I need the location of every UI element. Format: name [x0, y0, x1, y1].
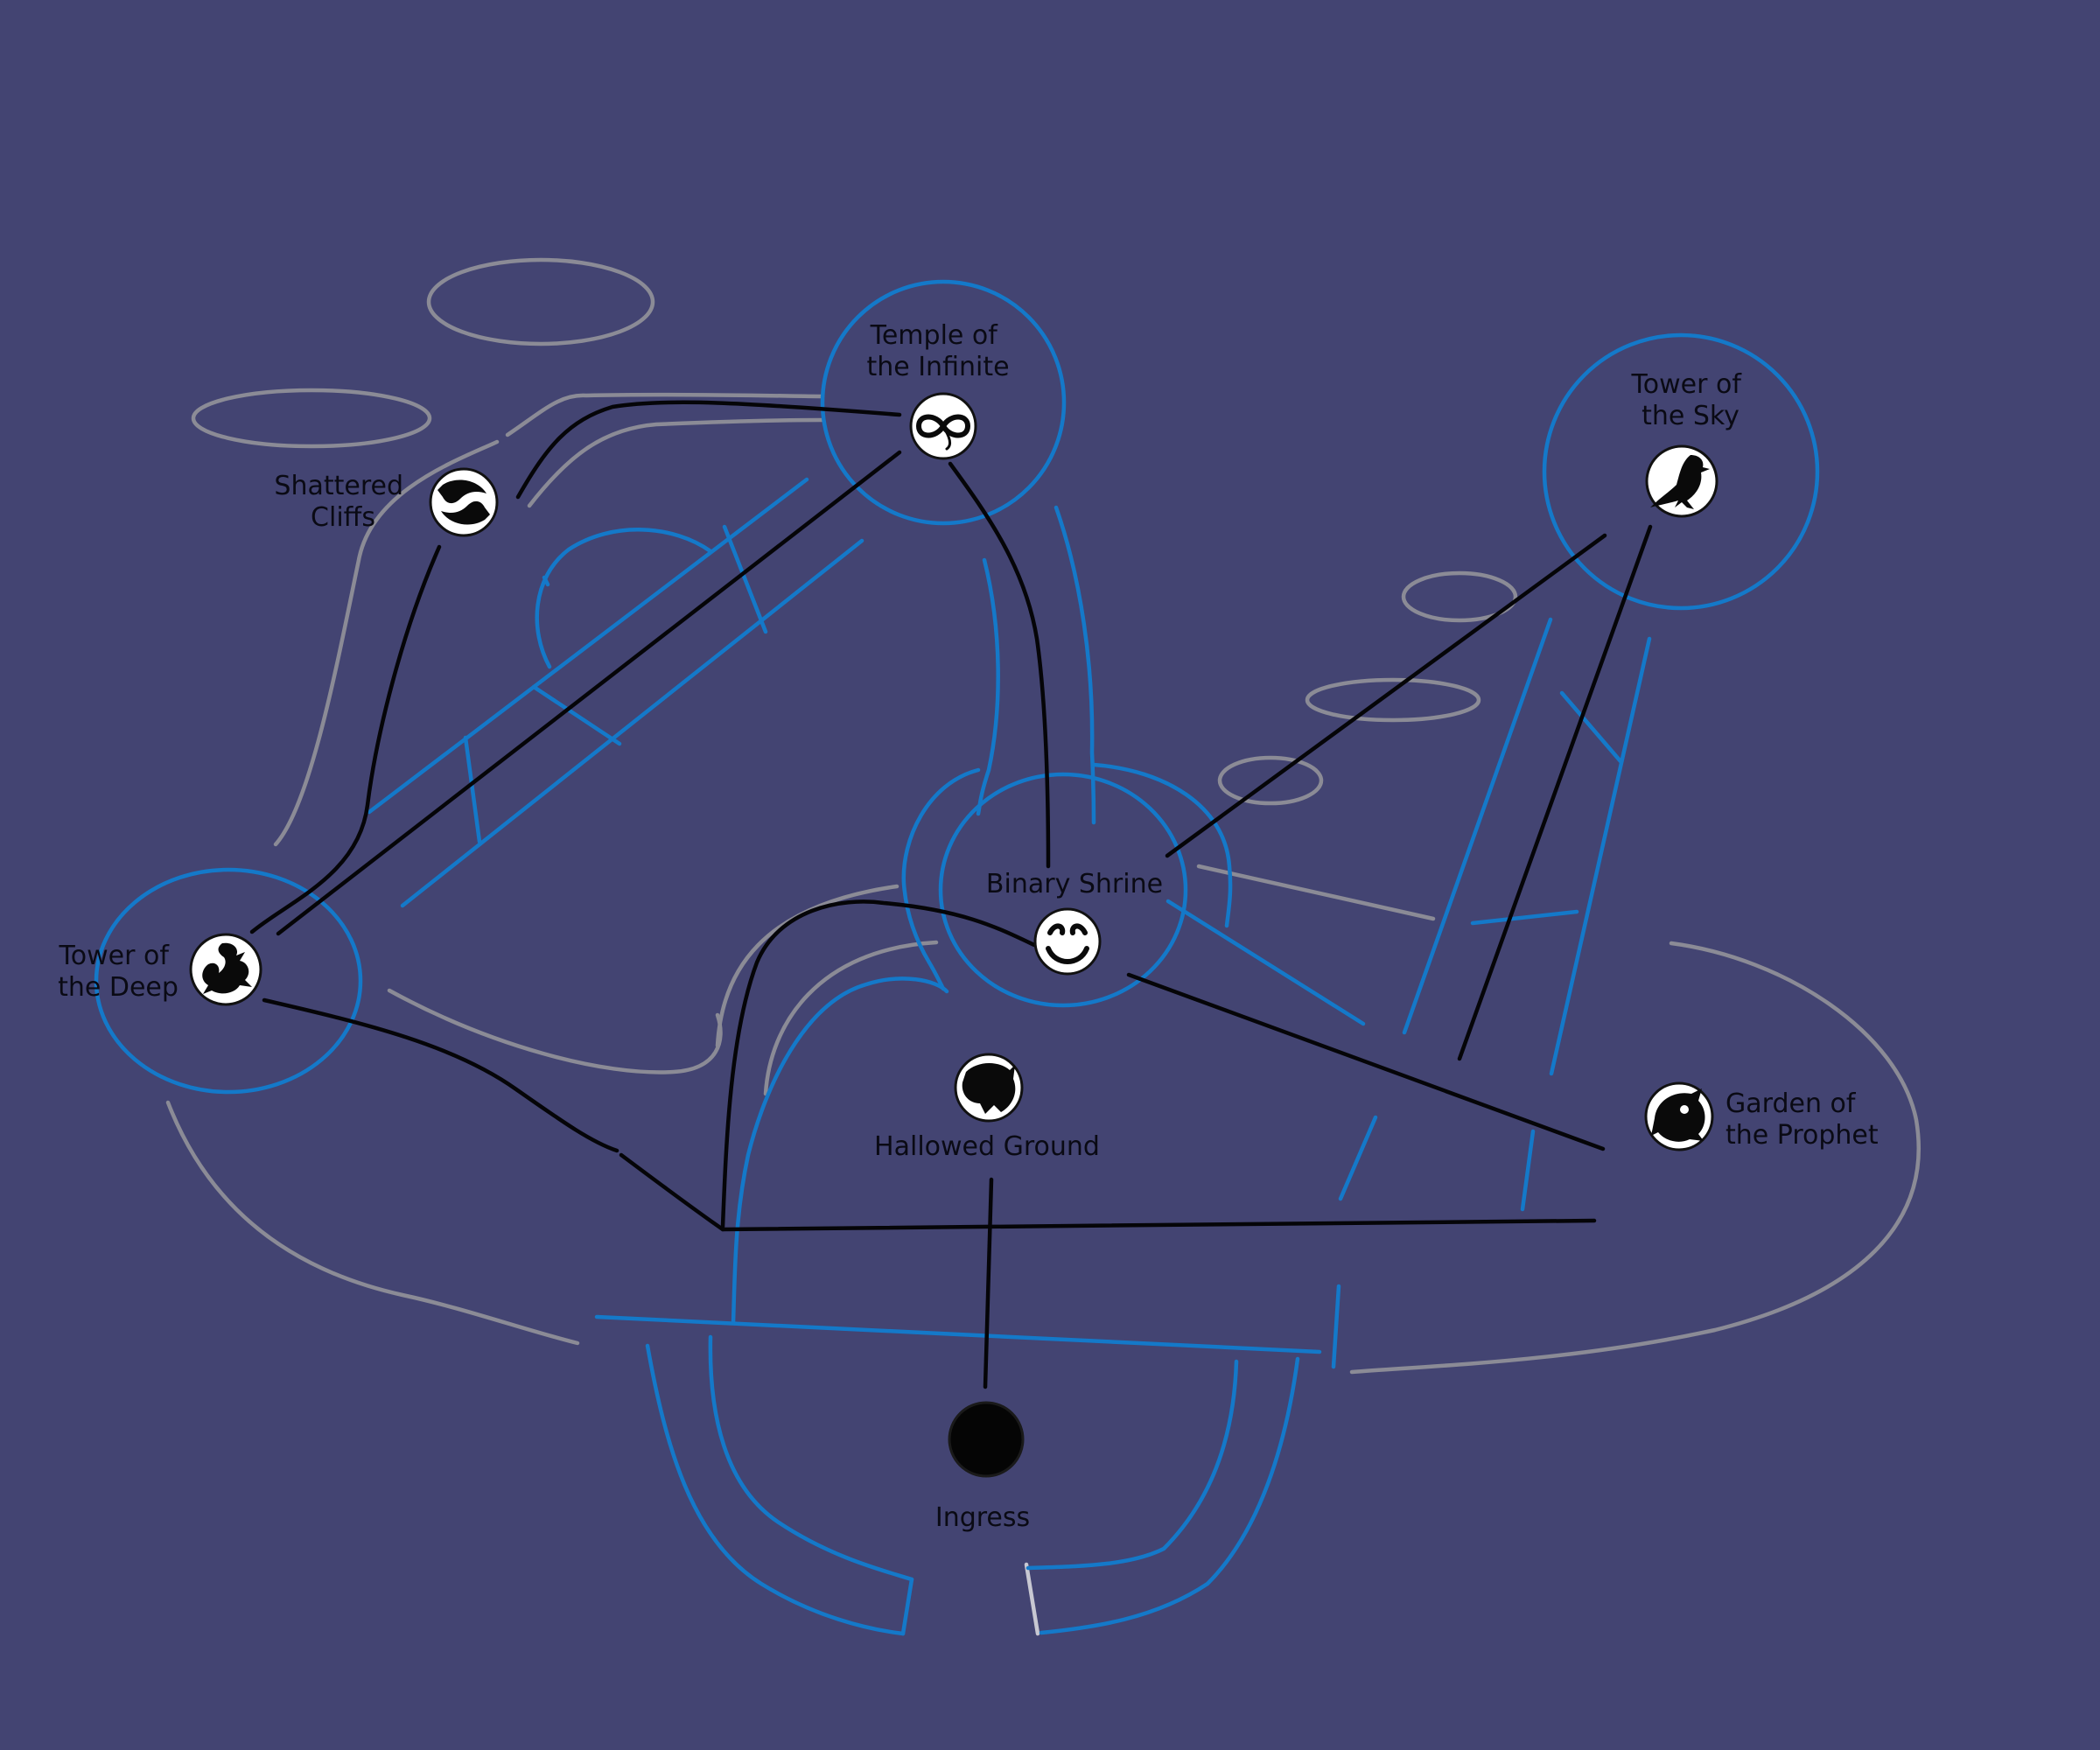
path-shrine-sky: [1165, 533, 1607, 858]
bridge-temple-shrine-rail-2: [1054, 505, 1096, 825]
cliff-ridge-lower: [527, 417, 825, 508]
bridge-shrine-garden: [1166, 899, 1366, 1026]
zone-rings: [94, 279, 1820, 1095]
shore-east: [1349, 941, 1922, 1375]
path-deep-plaza-1: [262, 998, 620, 1153]
sky-label-line-2: the Sky: [1642, 401, 1740, 431]
garden-label-line-1: Garden of: [1726, 1088, 1857, 1119]
bridge-sky-lower-2: [1520, 1129, 1536, 1212]
terrain-outlines: [165, 257, 1922, 1636]
bridge-sky-strut-1: [1559, 690, 1623, 764]
bridge-temple-shrine-rail-1: [976, 557, 1000, 816]
ingress-arch-right-outer: [1039, 1356, 1300, 1635]
shrine-zone-ring: [938, 772, 1188, 1008]
infinity-icon[interactable]: [909, 392, 977, 460]
path-temple-shrine: [948, 461, 1051, 869]
raven-icon[interactable]: [1645, 444, 1718, 518]
sky-label-line-1: Tower of: [1631, 369, 1743, 400]
ingress-arch-left-outer: [645, 1343, 906, 1636]
location-sky[interactable]: Tower of the Sky: [1631, 369, 1750, 518]
location-cliffs[interactable]: Shattered Cliffs: [274, 467, 499, 537]
beast-icon[interactable]: [1644, 1082, 1714, 1152]
ingress-arch-left-inner: [708, 1334, 914, 1582]
location-temple[interactable]: Temple of the Infinite: [866, 320, 1010, 460]
ledge-shore-inner: [763, 940, 939, 1096]
shrine-outer-arc-right: [1091, 762, 1233, 928]
bridge-arch: [535, 528, 713, 669]
plaza-edge-east: [1331, 1284, 1341, 1369]
garden-label-line-2: the Prophet: [1726, 1120, 1879, 1151]
travel-paths: [249, 400, 1653, 1390]
ledge-shore-mid: [715, 884, 900, 1048]
cliffs-label: Shattered Cliffs: [274, 471, 411, 533]
bridge-sky-strut-2: [1470, 909, 1579, 926]
location-shrine[interactable]: Binary Shrine: [986, 869, 1163, 976]
path-hallowed-ingress: [983, 1177, 994, 1390]
deep-label: Tower of the Deep: [58, 941, 178, 1003]
sky-label: Tower of the Sky: [1631, 369, 1750, 431]
deep-label-line-2: the Deep: [58, 972, 178, 1003]
bridge-deep-temple-rail-1: [367, 477, 809, 815]
ingress-gate-mark: [1024, 1562, 1040, 1636]
cliffs-label-line-2: Cliffs: [311, 502, 375, 533]
plaza-edge: [594, 1314, 1322, 1354]
deep-label-line-1: Tower of: [59, 941, 171, 971]
location-ingress[interactable]: Ingress: [935, 1401, 1030, 1533]
shrine-label: Binary Shrine: [986, 869, 1163, 900]
cliffs-label-line-1: Shattered: [274, 471, 403, 501]
black-portal-icon[interactable]: [948, 1401, 1025, 1478]
deep-zone-ring: [94, 867, 363, 1095]
path-cliffs-temple: [515, 400, 902, 500]
bridge-deep-temple-strut-3: [722, 524, 768, 634]
bridge-deep-temple-rail-2: [400, 538, 864, 908]
bridge-sky-lower-1: [1338, 1115, 1378, 1201]
bridge-sky-rail-1: [1402, 617, 1553, 1035]
floating-island-4: [1305, 677, 1481, 723]
binary-face-icon[interactable]: [1033, 907, 1102, 976]
wolf-icon[interactable]: [954, 1053, 1024, 1123]
floating-island-3: [1401, 570, 1518, 623]
path-deep-plaza-2: [619, 1152, 725, 1232]
temple-label: Temple of the Infinite: [866, 320, 1009, 382]
location-deep[interactable]: Tower of the Deep: [58, 933, 262, 1006]
path-plaza-east: [720, 1218, 1597, 1232]
path-cliffs-deep: [249, 544, 442, 934]
ridge-east: [1196, 864, 1436, 921]
ingress-label: Ingress: [935, 1502, 1030, 1533]
cliff-edge-outer: [273, 439, 500, 847]
floating-island-1: [426, 257, 655, 346]
ingress-arch-left-cap: [900, 1577, 914, 1636]
bridge-deep-temple-strut-1: [463, 735, 482, 844]
descent-wall: [731, 976, 949, 1326]
ingress-arch-right-inner: [1026, 1359, 1239, 1571]
bridge-arch-tick: [542, 575, 550, 587]
temple-label-line-1: Temple of: [870, 320, 999, 351]
temple-label-line-2: the Infinite: [866, 352, 1009, 382]
bridge-sky-rail-2: [1549, 636, 1652, 1076]
hallowed-label-line-1: Hallowed Ground: [874, 1131, 1100, 1162]
ingress-label-line-1: Ingress: [935, 1502, 1030, 1533]
temple-zone-ring: [820, 279, 1067, 526]
bridge-deep-temple-strut-2: [531, 684, 622, 746]
location-hallowed[interactable]: Hallowed Ground: [874, 1053, 1100, 1162]
location-garden[interactable]: Garden of the Prophet: [1644, 1082, 1879, 1152]
floating-island-2: [191, 388, 432, 449]
path-sky-south: [1457, 524, 1653, 1061]
garden-label: Garden of the Prophet: [1726, 1088, 1879, 1151]
floating-island-5: [1217, 755, 1324, 806]
cliff-ridge-upper: [505, 392, 825, 438]
hallowed-label: Hallowed Ground: [874, 1131, 1100, 1162]
bridges: [367, 477, 1652, 1636]
path-deep-temple: [276, 450, 902, 936]
shore-west: [165, 1100, 580, 1346]
path-shrine-garden: [1126, 972, 1606, 1152]
path-plaza-shrine: [720, 900, 1037, 1229]
sky-zone-ring: [1542, 332, 1820, 611]
dragon-icon[interactable]: [189, 933, 262, 1006]
shrine-label-line-1: Binary Shrine: [986, 869, 1163, 900]
twin-fish-icon[interactable]: [429, 467, 499, 537]
